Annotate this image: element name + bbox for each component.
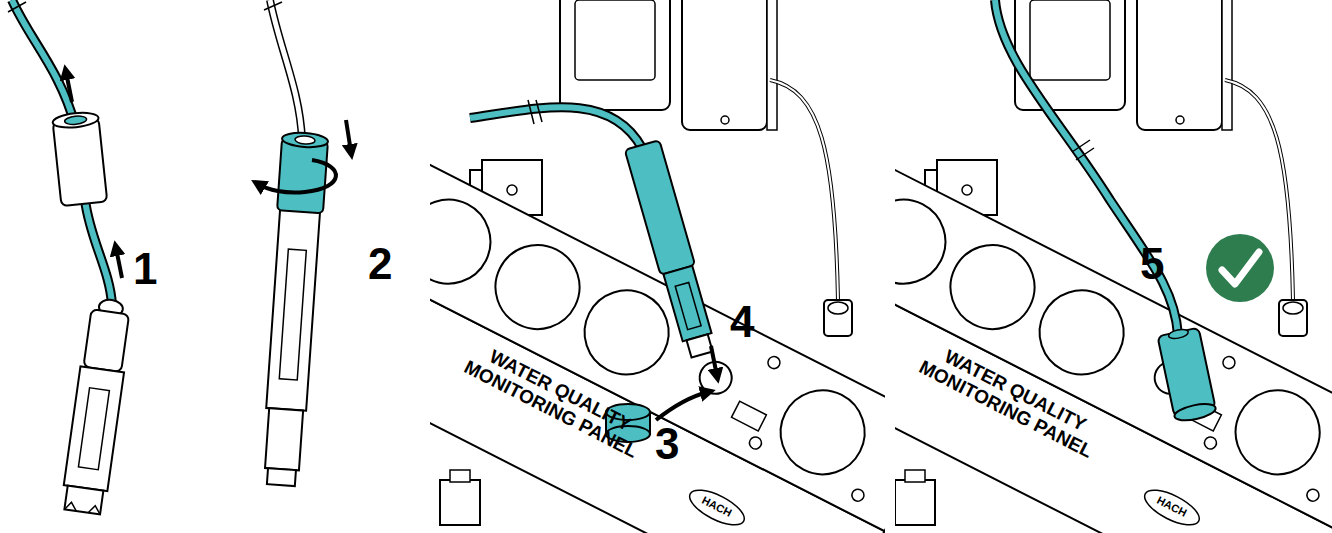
sensor-window	[78, 388, 109, 470]
sensor-lower	[663, 266, 711, 342]
sensor-tip	[267, 468, 296, 486]
logo-text: HACH	[1150, 491, 1195, 522]
cable-outline	[470, 107, 642, 148]
sensor-upper	[625, 140, 695, 275]
tip-notch	[64, 501, 101, 514]
sensor	[625, 140, 720, 359]
nut-top	[282, 131, 329, 148]
panel-text: WATER QUALITY MONITORING PANEL	[905, 333, 1116, 468]
sensor	[258, 131, 329, 486]
cut-mark	[1072, 140, 1094, 160]
logo-text: HACH	[695, 491, 740, 522]
monitoring-panel	[895, 0, 1332, 533]
rotate-arrow	[258, 160, 336, 193]
monitoring-panel	[430, 0, 885, 533]
arrow	[346, 120, 351, 152]
check-mark	[1222, 252, 1259, 284]
cable-outline	[270, 0, 302, 140]
sensor-body	[266, 208, 320, 410]
step-two	[258, 0, 351, 487]
panel-text: WATER QUALITY MONITORING PANEL	[450, 333, 661, 468]
cut-mark	[528, 100, 542, 124]
cable	[470, 107, 642, 148]
cable	[12, 0, 112, 305]
callout-number: 1	[133, 245, 157, 293]
cut-mark	[264, 2, 282, 10]
callout-number: 3	[655, 420, 679, 468]
arrow	[116, 248, 122, 278]
sensor	[60, 297, 133, 515]
sensor-head	[83, 309, 129, 372]
arrow	[66, 72, 72, 102]
cable	[995, 0, 1178, 335]
sensor-top	[1168, 328, 1189, 340]
sensor-tip	[64, 486, 103, 515]
installed-sensor	[1157, 326, 1217, 424]
step-three	[430, 0, 885, 533]
cut-mark	[8, 2, 26, 12]
nut-body	[53, 118, 108, 206]
cable	[270, 0, 302, 140]
check-circle	[1206, 234, 1274, 302]
cable-outline	[12, 0, 112, 305]
sensor-window	[675, 282, 701, 329]
sensor-lower	[265, 408, 303, 470]
step-one	[8, 0, 134, 515]
curved-arrow	[656, 392, 708, 420]
sensor-body	[64, 366, 124, 491]
cable-outline	[995, 0, 1178, 335]
nut-hole	[64, 115, 87, 125]
nut	[277, 138, 328, 213]
nut	[52, 111, 107, 206]
sensor-tip	[687, 334, 713, 357]
sensor-window	[279, 249, 306, 380]
callout-number: 4	[730, 298, 754, 346]
nut-hole	[295, 135, 316, 144]
nut-top	[52, 111, 99, 130]
sensor-bottom	[1173, 401, 1217, 423]
callout-number: 2	[368, 240, 392, 288]
step-five	[895, 0, 1332, 533]
callout-number: 5	[1140, 240, 1164, 288]
arrow	[711, 346, 717, 376]
